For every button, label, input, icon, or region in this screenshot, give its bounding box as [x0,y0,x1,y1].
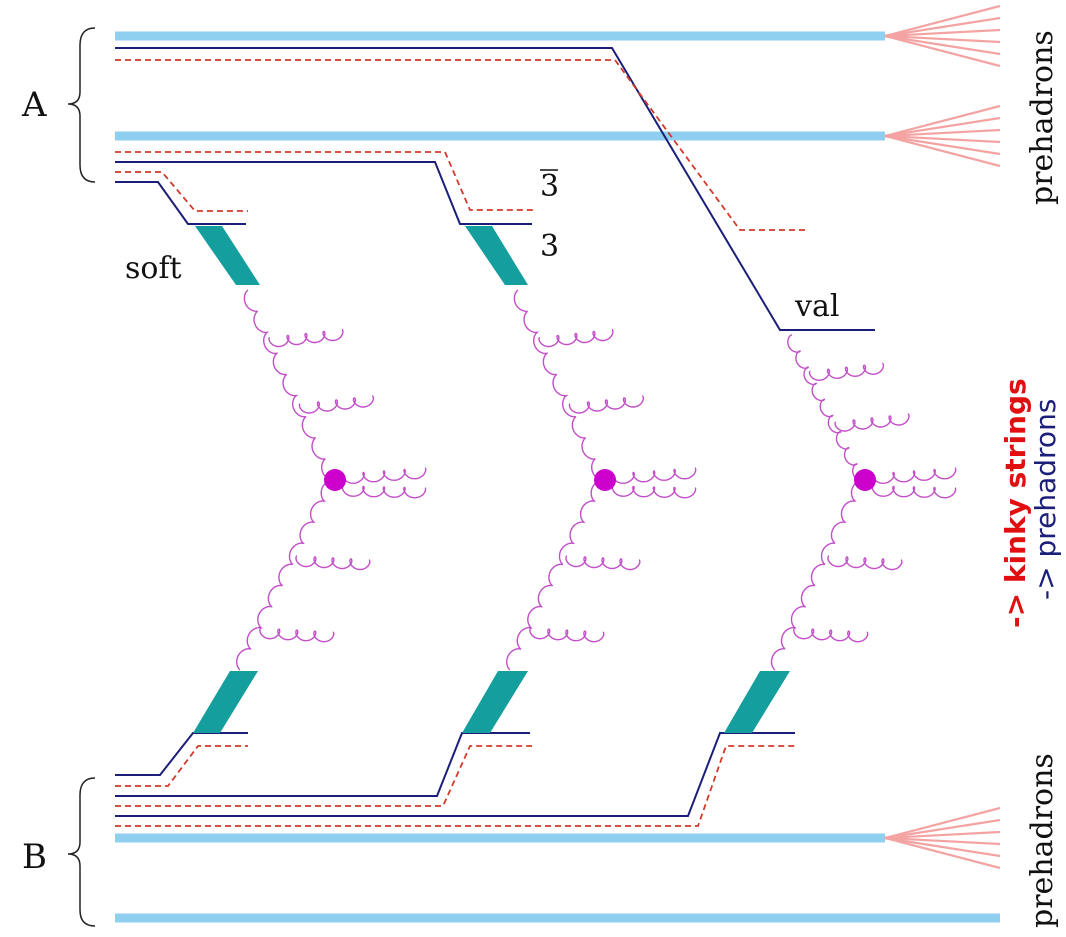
soft-blob-top-2 [465,226,528,285]
soft-red-line-1 [115,171,248,212]
prehadron-fan-b1 [884,806,1001,870]
gluon-ladders [235,289,957,671]
gluon-branch-lower-2-2 [529,627,605,643]
label-soft: soft [125,251,182,286]
soft-blob-top-1 [195,226,260,285]
label-nucleus-b: B [22,837,47,877]
vertex-dots [324,469,876,491]
label-triplet: 3 [540,229,559,264]
gluon-branch-upper-3-1 [808,362,885,382]
vertex-dot-3 [854,469,876,491]
prehadron-fan-a2 [884,104,1001,168]
label-to-prehadrons: -> prehadrons [1029,399,1062,600]
soft-blob-bottom-2 [462,671,528,733]
soft-red-line-2 [115,151,535,211]
prehadron-fans [884,4,1001,870]
gluon-branch-lower-1-2 [259,627,335,643]
lower-blue-line-2 [115,732,530,797]
gluon-vertex-branch-lower-3 [871,485,957,499]
label-kinky-strings: -> kinky strings [999,378,1032,628]
gluon-vertex-branch-upper-1 [341,467,427,484]
gluon-vertex-branch-upper-2 [611,467,697,484]
gluon-vertex-branch-upper-3 [871,467,957,484]
label-antitriplet: 3 [540,169,559,204]
label-prehadrons-bottom: prehadrons [1025,753,1060,928]
lower-blue-line-1 [115,732,248,776]
gluon-branch-lower-1-1 [295,555,371,571]
soft-blob-bottom-3 [724,671,790,733]
soft-blob-bottom-1 [193,671,258,733]
soft-blobs [193,226,790,733]
gluon-vertex-branch-lower-1 [341,485,427,499]
lower-red-line-2 [115,745,532,807]
lower-parton-lines [115,732,795,827]
gluon-vertex-branch-lower-2 [611,485,697,499]
label-prehadrons-top: prehadrons [1025,30,1060,205]
valence-quark-line [115,47,875,331]
gluon-branch-upper-3-2 [834,413,910,432]
upper-parton-lines [115,47,875,331]
gluon-branch-lower-3-1 [827,555,903,571]
lower-red-line-3 [115,745,795,827]
prehadron-fan-a1 [884,4,1001,68]
gluon-spine-upper-1 [243,289,336,481]
vertex-dot-2 [594,469,616,491]
gluon-branch-upper-2-2 [568,395,645,414]
brace-b [67,777,96,927]
gluon-spine-lower-1 [235,479,336,671]
lower-blue-line-3 [115,732,795,817]
gluon-branch-upper-2-1 [538,328,614,348]
gluon-spine-lower-2 [505,479,606,671]
lower-red-line-1 [115,745,248,787]
label-nucleus-a: A [21,85,47,125]
gluon-spine-upper-3 [787,334,866,482]
vertex-dot-1 [324,469,346,491]
soft-blue-line-2 [115,161,532,225]
gluon-spine-lower-3 [770,479,866,671]
soft-blue-line-1 [115,181,246,225]
valence-antiquark-line [115,59,805,231]
gluon-spine-upper-2 [513,289,606,481]
gluon-branch-upper-1-1 [268,328,344,348]
gluon-branch-upper-1-2 [298,395,375,414]
brace-a [67,27,96,183]
gluon-branch-lower-2-1 [565,555,641,571]
gluon-branch-lower-3-2 [793,627,869,643]
nucleon-lines [115,31,1000,923]
label-val: val [794,289,839,324]
